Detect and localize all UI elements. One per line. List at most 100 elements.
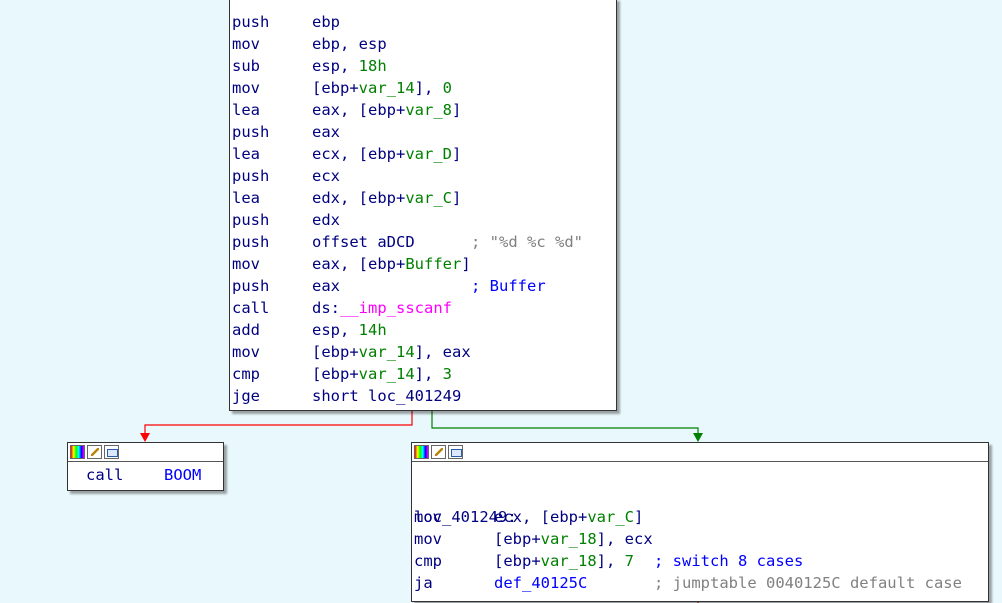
- instruction-row[interactable]: mov [ebp+var_18], ecx: [412, 528, 988, 550]
- mnemonic[interactable]: push: [232, 123, 270, 141]
- operands[interactable]: eax, [ebp+Buffer]: [312, 253, 471, 275]
- mnemonic[interactable]: call: [86, 466, 124, 484]
- instruction-row[interactable]: jge short loc_401249: [230, 385, 616, 407]
- instruction-row[interactable]: add esp, 14h: [230, 319, 616, 341]
- mnemonic[interactable]: mov: [232, 79, 260, 97]
- operand-part: ],: [596, 552, 625, 570]
- operand-part: ]: [461, 255, 471, 273]
- mnemonic[interactable]: cmp: [232, 365, 260, 383]
- operand-part: 14h: [358, 321, 387, 339]
- operands[interactable]: ecx, [ebp+var_C]: [494, 506, 643, 528]
- graph-icon[interactable]: [448, 445, 463, 459]
- operands[interactable]: [ebp+var_14], eax: [312, 341, 471, 363]
- operand-part: BOOM: [164, 466, 202, 484]
- instruction-row[interactable]: push eax: [230, 121, 616, 143]
- instruction-row[interactable]: call ds:__imp_sscanf: [230, 297, 616, 319]
- operands[interactable]: edx: [312, 209, 340, 231]
- operands[interactable]: [ebp+var_14], 3: [312, 363, 452, 385]
- instruction-row[interactable]: mov ecx, [ebp+var_C]: [412, 506, 988, 528]
- operands[interactable]: esp, 14h: [312, 319, 387, 341]
- mnemonic[interactable]: sub: [232, 57, 260, 75]
- instruction-row[interactable]: lea ecx, [ebp+var_D]: [230, 143, 616, 165]
- instruction-row[interactable]: cmp[ebp+var_18], 7; switch 8 cases: [412, 550, 988, 572]
- operands[interactable]: ds:__imp_sscanf: [312, 297, 452, 319]
- operand-part: eax: [312, 277, 340, 295]
- mnemonic[interactable]: push: [232, 211, 270, 229]
- mnemonic[interactable]: push: [232, 233, 270, 251]
- operand-part: edx: [312, 211, 340, 229]
- operands[interactable]: [ebp+var_18], 7: [494, 550, 634, 572]
- instruction-row[interactable]: push edx: [230, 209, 616, 231]
- operand-part: ]: [452, 101, 462, 119]
- operands[interactable]: eax: [312, 121, 340, 143]
- operands[interactable]: BOOM: [164, 464, 201, 486]
- operand-part: var_18: [540, 530, 597, 548]
- operands[interactable]: eax: [312, 275, 340, 297]
- operand-part: ecx, [ebp+: [312, 145, 406, 163]
- mnemonic[interactable]: push: [232, 167, 270, 185]
- mnemonic[interactable]: lea: [232, 145, 260, 163]
- operands[interactable]: def_40125C: [494, 572, 587, 594]
- mnemonic[interactable]: mov: [232, 255, 260, 273]
- operand-part: esp,: [312, 321, 359, 339]
- mnemonic[interactable]: call: [232, 299, 270, 317]
- true-branch-arrowhead: [693, 433, 703, 442]
- operands[interactable]: eax, [ebp+var_8]: [312, 99, 461, 121]
- operand-part: 0: [442, 79, 453, 97]
- instruction-row[interactable]: mov ebp, esp: [230, 33, 616, 55]
- block-label[interactable]: loc_401249:: [412, 484, 988, 526]
- comment: ; jumptable 0040125C default case: [654, 574, 962, 592]
- operand-part: edx, [ebp+: [312, 189, 406, 207]
- instruction-row[interactable]: call BOOM: [84, 464, 223, 486]
- operands[interactable]: ecx: [312, 165, 340, 187]
- instruction-row[interactable]: lea eax, [ebp+var_8]: [230, 99, 616, 121]
- operands[interactable]: esp, 18h: [312, 55, 387, 77]
- main-code-rows: push ebp mov ebp, esp sub esp, 18h mov [ebp+var…: [230, 0, 616, 407]
- operands[interactable]: offset aDCD: [312, 231, 415, 253]
- mnemonic[interactable]: mov: [232, 343, 260, 361]
- main-code-block[interactable]: push ebp mov ebp, esp sub esp, 18h mov [ebp+var…: [229, 0, 617, 411]
- instruction-row[interactable]: push ebp: [230, 11, 616, 33]
- instruction-row[interactable]: ja def_40125C ; jumptable 0040125C default…: [412, 572, 988, 594]
- mnemonic[interactable]: mov: [414, 508, 442, 526]
- operands[interactable]: ecx, [ebp+var_D]: [312, 143, 461, 165]
- operands[interactable]: ebp, esp: [312, 33, 387, 55]
- color-icon[interactable]: [414, 445, 429, 459]
- instruction-row[interactable]: push ecx: [230, 165, 616, 187]
- mnemonic[interactable]: lea: [232, 101, 260, 119]
- mnemonic[interactable]: lea: [232, 189, 260, 207]
- mnemonic[interactable]: cmp: [414, 552, 442, 570]
- edit-icon[interactable]: [87, 445, 102, 459]
- instruction-row[interactable]: cmp [ebp+var_14], 3: [230, 363, 616, 385]
- edit-icon[interactable]: [431, 445, 446, 459]
- operand-part: eax, [ebp+: [312, 101, 406, 119]
- instruction-row[interactable]: lea edx, [ebp+var_C]: [230, 187, 616, 209]
- instruction-row[interactable]: sub esp, 18h: [230, 55, 616, 77]
- mnemonic[interactable]: push: [232, 13, 270, 31]
- mnemonic[interactable]: mov: [232, 35, 260, 53]
- instruction-row[interactable]: mov eax, [ebp+Buffer]: [230, 253, 616, 275]
- mnemonic[interactable]: jge: [232, 387, 260, 405]
- graph-icon[interactable]: [104, 445, 119, 459]
- right-block-header: [412, 443, 988, 462]
- operands[interactable]: [ebp+var_18], ecx: [494, 528, 653, 550]
- instruction-row[interactable]: mov [ebp+var_14], 0: [230, 77, 616, 99]
- operand-part: def_40125C: [494, 574, 588, 592]
- operands[interactable]: edx, [ebp+var_C]: [312, 187, 461, 209]
- mnemonic[interactable]: add: [232, 321, 260, 339]
- mnemonic[interactable]: ja: [414, 574, 433, 592]
- operands[interactable]: [ebp+var_14], 0: [312, 77, 452, 99]
- operands[interactable]: ebp: [312, 11, 340, 33]
- color-icon[interactable]: [70, 445, 85, 459]
- mnemonic[interactable]: push: [232, 277, 270, 295]
- mnemonic[interactable]: mov: [414, 530, 442, 548]
- loc-label[interactable]: loc_401249:: [414, 508, 517, 526]
- operand-part: eax: [312, 123, 340, 141]
- boom-code-block[interactable]: call BOOM: [67, 442, 224, 491]
- false-branch-edge: [144, 409, 413, 436]
- instruction-row[interactable]: mov [ebp+var_14], eax: [230, 341, 616, 363]
- operands[interactable]: short loc_401249: [312, 385, 461, 407]
